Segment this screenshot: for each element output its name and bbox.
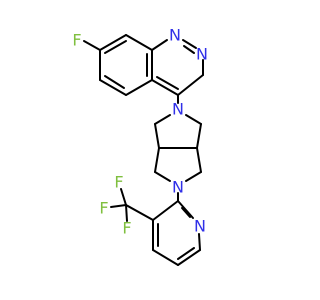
bond (154, 114, 171, 125)
bond (152, 200, 179, 221)
bond (177, 74, 204, 96)
bond (110, 204, 127, 208)
atom-label-fluorine: F (122, 219, 131, 238)
bond (104, 75, 125, 89)
bond (154, 171, 171, 182)
bond (104, 40, 127, 54)
bond (154, 147, 160, 173)
atom-label-nitrogen: N (169, 26, 181, 45)
bond (177, 200, 194, 219)
bond (185, 171, 202, 182)
atom-label-nitrogen: N (196, 45, 208, 64)
molecule-drawing: F N N N N F F F N (0, 0, 300, 300)
bond (185, 114, 202, 125)
bond (154, 123, 160, 149)
atom-label-nitrogen: N (172, 100, 184, 119)
structure-diagram: F N N N N F F F N (0, 0, 300, 300)
atom-label-fluorine: F (114, 173, 123, 192)
bond (198, 233, 201, 251)
bond (125, 204, 128, 222)
bond (99, 34, 127, 51)
atom-labels: F N N N N F F F N (72, 26, 208, 238)
bonds (83, 34, 204, 266)
bond (196, 147, 202, 173)
atom-label-fluorine: F (72, 31, 81, 50)
bond (182, 39, 197, 49)
bond (151, 79, 179, 96)
bond (177, 249, 201, 266)
atom-label-nitrogen: N (194, 217, 206, 236)
bond (156, 76, 179, 90)
atom-label-nitrogen: N (172, 178, 184, 197)
bond (177, 247, 195, 260)
background (0, 0, 300, 300)
bond (181, 207, 191, 218)
bond (125, 79, 153, 96)
bond (151, 39, 168, 51)
bond (125, 34, 153, 51)
bond (152, 249, 179, 266)
bond (83, 40, 101, 51)
atom-label-fluorine: F (99, 199, 108, 218)
bond (125, 204, 154, 221)
bond (183, 45, 195, 54)
bond (196, 123, 202, 149)
bond (120, 188, 127, 206)
bond (99, 79, 127, 96)
